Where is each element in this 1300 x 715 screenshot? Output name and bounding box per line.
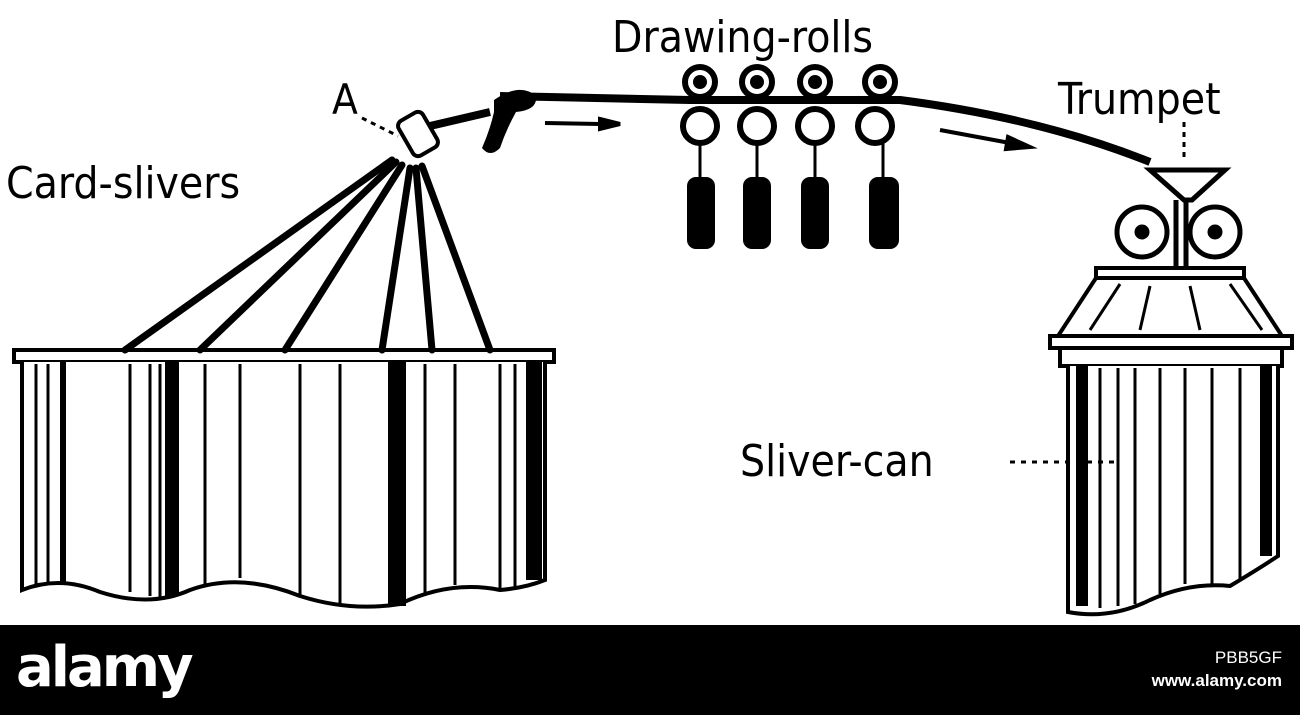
image-id-text: PBB5GF <box>1214 648 1282 667</box>
trumpet-assembly <box>1114 167 1243 268</box>
site-url-text: www.alamy.com <box>1151 671 1282 690</box>
label-sliver-can: Sliver-can <box>740 436 934 487</box>
trumpet <box>1143 167 1232 203</box>
direction-arrows <box>544 116 1038 152</box>
drawing-roll-pair-4 <box>855 64 899 249</box>
drawing-roll-pair-1 <box>680 64 720 249</box>
combined-sliver <box>499 92 1152 166</box>
label-point-a: A <box>332 75 358 124</box>
label-card-slivers: Card-slivers <box>6 158 240 209</box>
sliver-guide-a <box>396 108 491 159</box>
condenser-hook <box>482 89 537 153</box>
card-sliver-cans <box>12 348 556 609</box>
drawing-roll-pair-2 <box>737 64 777 249</box>
label-trumpet: Trumpet <box>1057 74 1221 125</box>
leader-a <box>361 116 399 138</box>
drawing-roll-pair-3 <box>795 64 835 249</box>
label-drawing-rolls: Drawing-rolls <box>612 12 873 63</box>
drawing-frame-diagram: Card-slivers A Drawing-rolls Trumpet Sli… <box>6 12 1294 617</box>
drawing-rolls <box>680 64 899 249</box>
card-sliver-strands <box>121 156 494 354</box>
watermark-footer-bar <box>0 625 1300 715</box>
sliver-can-right <box>1048 266 1294 617</box>
brand-logo: alamy <box>16 635 194 700</box>
